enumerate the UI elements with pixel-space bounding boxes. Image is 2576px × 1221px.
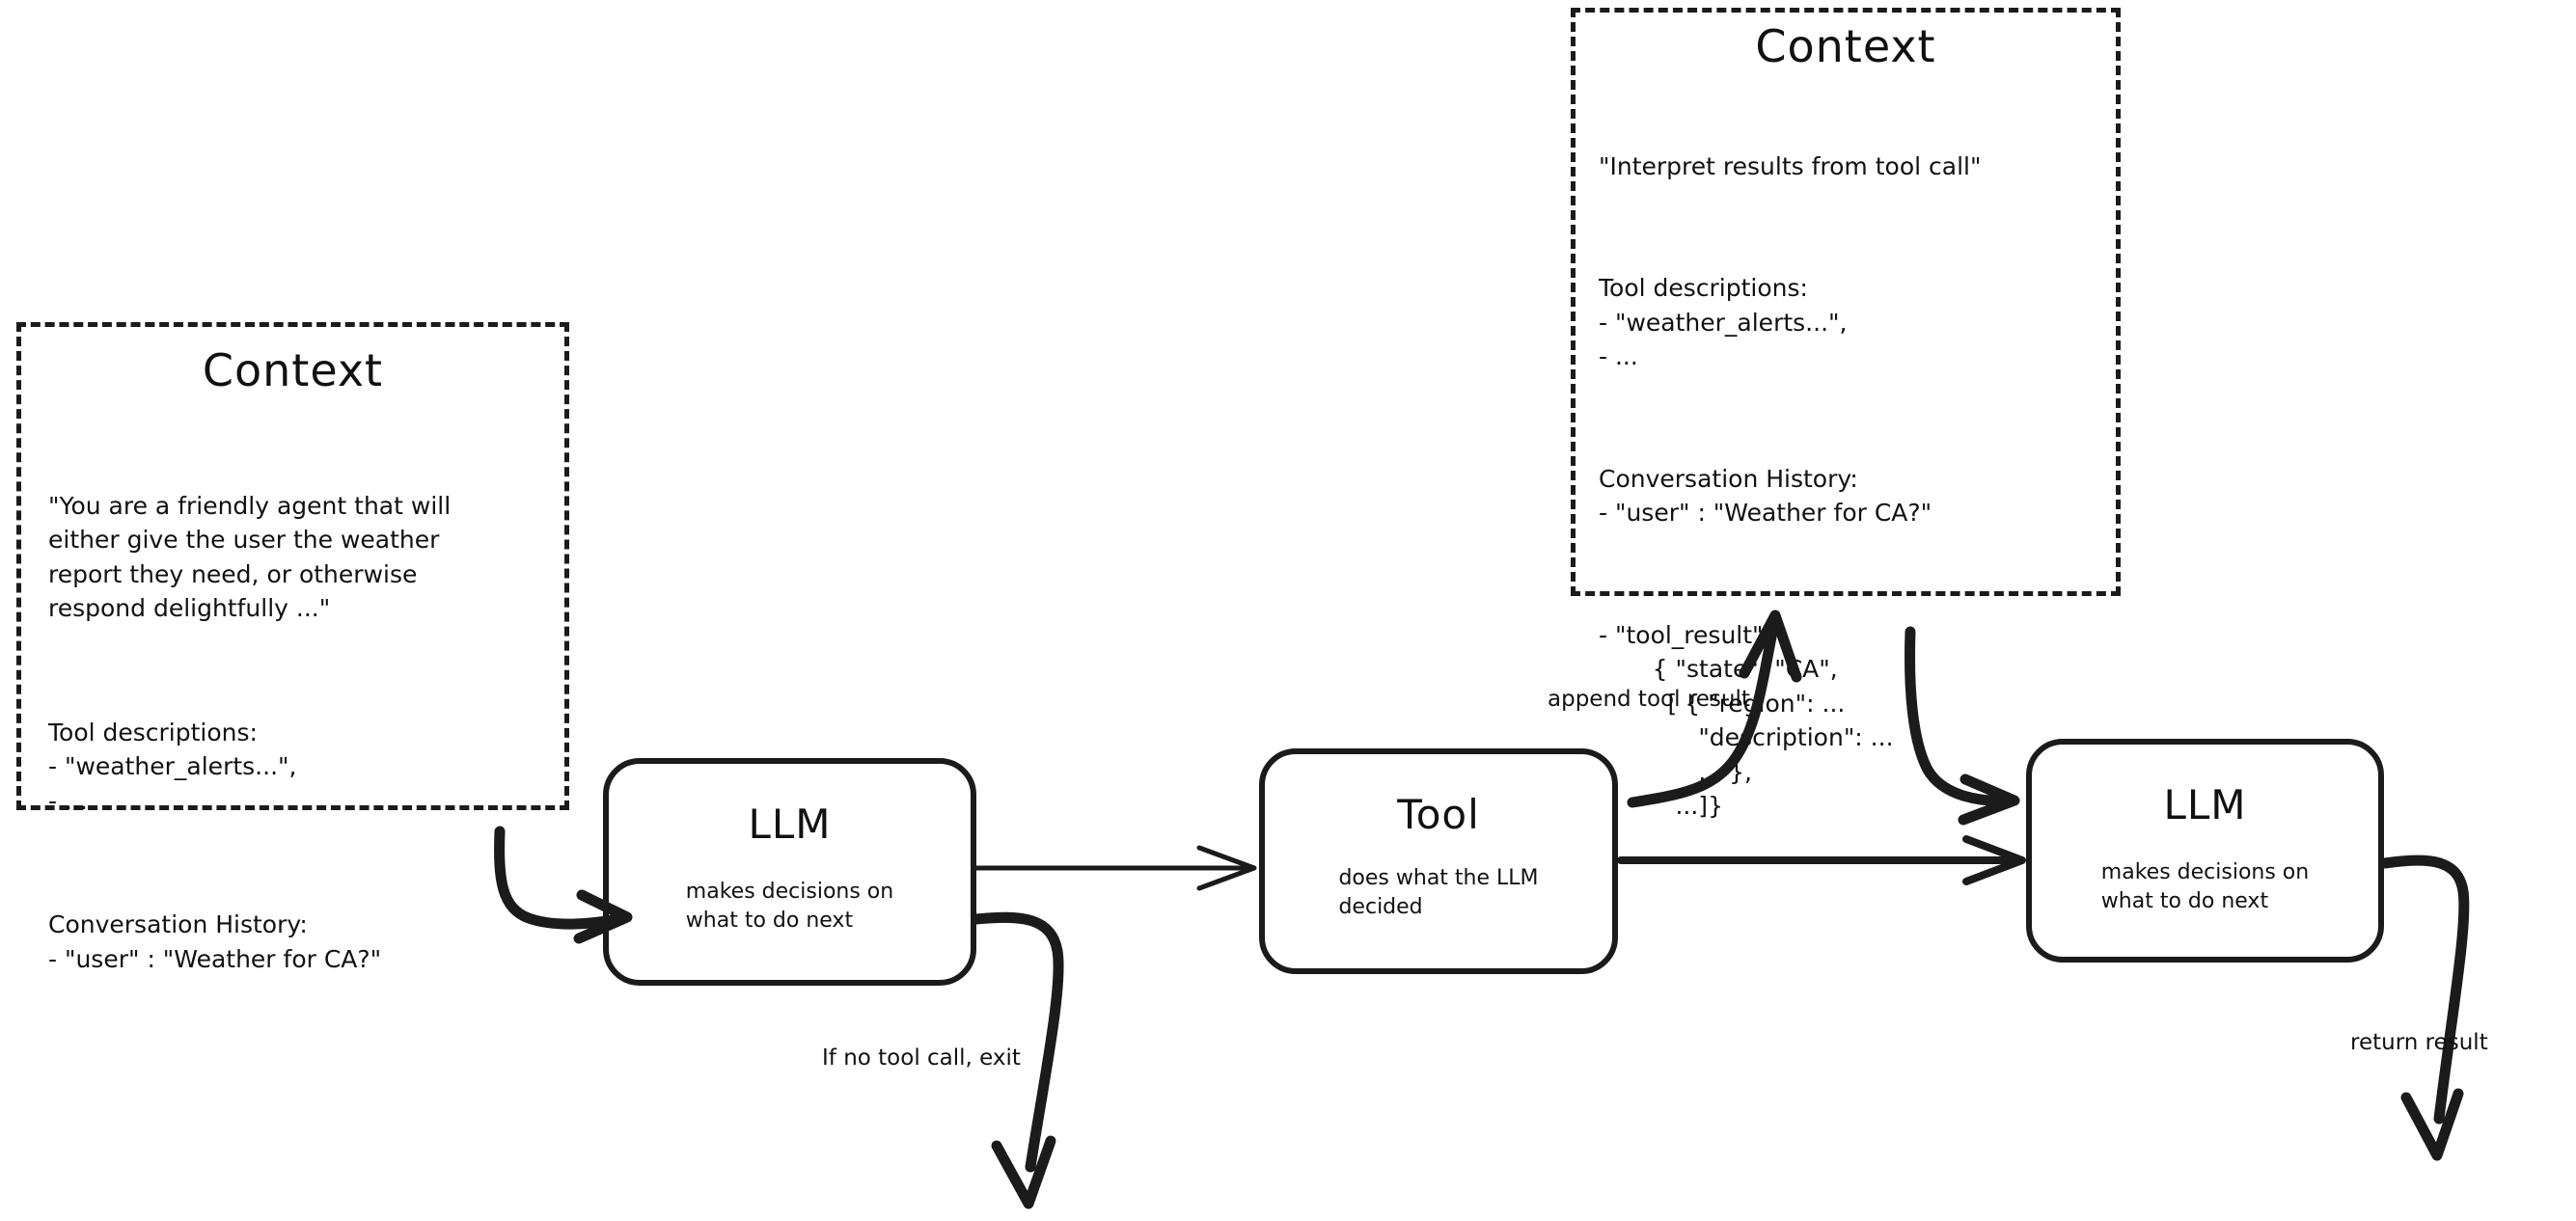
context-initial-system-prompt: "You are a friendly agent that will eith… <box>48 491 452 623</box>
node-llm-first-subtitle: makes decisions on what to do next <box>685 880 894 933</box>
context-box-after-tool: Context "Interpret results from tool cal… <box>1571 8 2121 820</box>
context-after-tool-result: - "tool_result": { "state": "CA", [ { "r… <box>1599 620 1894 821</box>
edge-llm-first-to-tool <box>973 845 1257 891</box>
node-llm-second-title: LLM <box>2163 781 2247 828</box>
node-tool-subtitle: does what the LLM decided <box>1338 866 1539 919</box>
node-tool[interactable]: Tool does what the LLM decided <box>1259 748 1618 974</box>
context-after-conversation-history: Conversation History: - "user" : "Weathe… <box>1599 464 1932 528</box>
node-llm-first-title: LLM <box>748 800 832 848</box>
edge-label-append-tool-result: append tool result <box>1548 687 1750 712</box>
node-llm-second-subtitle: makes decisions on what to do next <box>2100 860 2310 913</box>
node-llm-first[interactable]: LLM makes decisions on what to do next <box>603 758 976 986</box>
context-after-system-prompt: "Interpret results from tool call" <box>1599 151 1982 180</box>
context-box-after-tool-title: Context <box>1755 20 1936 72</box>
context-after-tool-descriptions: Tool descriptions: - "weather_alerts..."… <box>1599 274 1848 371</box>
edge-label-exit: If no tool call, exit <box>822 1045 1021 1071</box>
node-llm-second[interactable]: LLM makes decisions on what to do next <box>2026 739 2384 963</box>
context-box-after-tool-body: "Interpret results from tool call" Tool … <box>1599 81 2096 911</box>
context-box-initial-body: "You are a friendly agent that will eith… <box>48 421 539 1045</box>
edge-return-result <box>2379 855 2470 1161</box>
context-initial-tool-descriptions: Tool descriptions: - "weather_alerts..."… <box>48 718 297 815</box>
node-tool-title: Tool <box>1397 791 1480 838</box>
context-box-initial: Context "You are a friendly agent that w… <box>16 322 569 973</box>
context-box-initial-title: Context <box>202 344 384 396</box>
edge-label-return-result: return result <box>2350 1030 2488 1055</box>
context-initial-conversation-history: Conversation History: - "user" : "Weathe… <box>48 910 382 973</box>
